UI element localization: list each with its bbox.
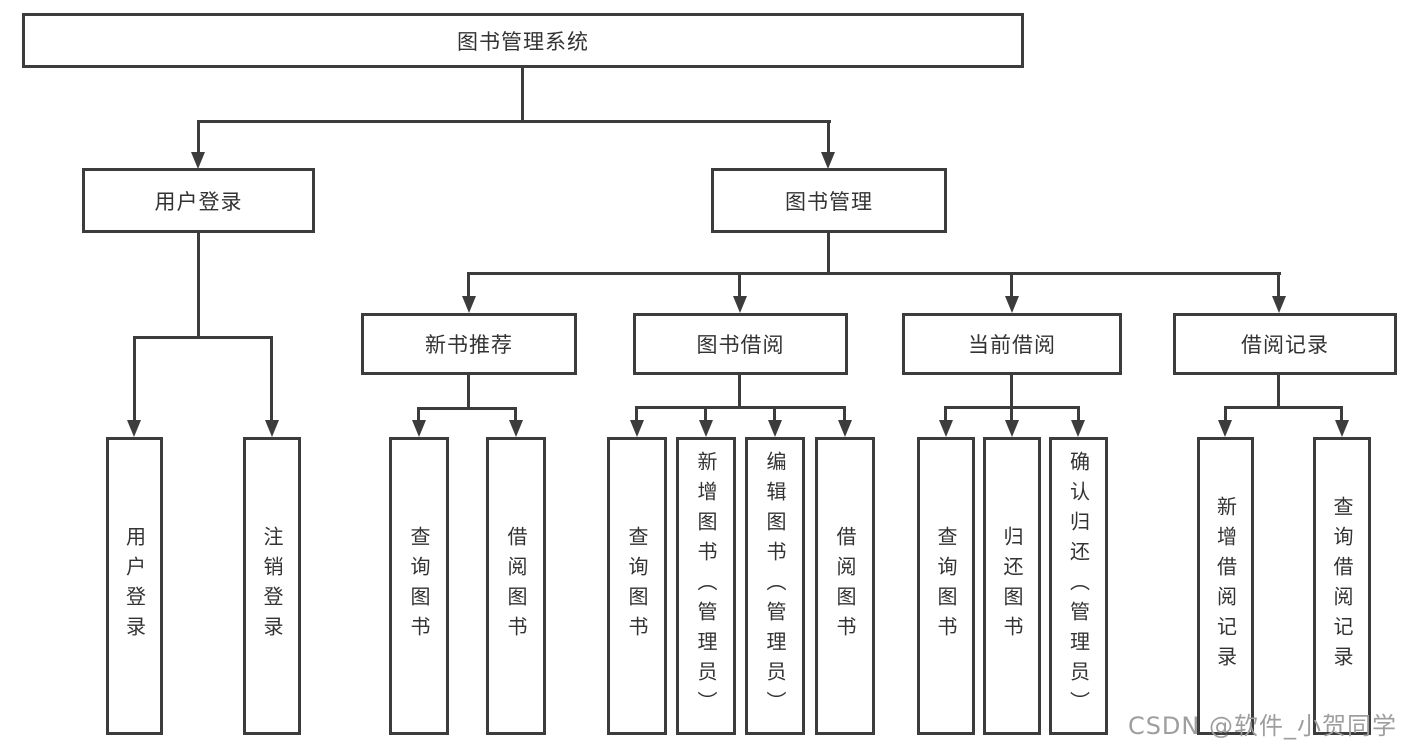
connector-drop-cb-confirm: [1077, 406, 1080, 421]
node-borrow-records: 借阅记录: [1173, 313, 1397, 375]
node-bb-add-books-admin-label: 新增图书（管理员）: [694, 451, 718, 721]
connector-drop-bb-add: [704, 406, 707, 421]
connector-drop-bb-borrow: [843, 406, 846, 421]
connector-drop-user-login: [197, 120, 200, 153]
arrow-down-icon: [191, 152, 205, 169]
node-book-borrow: 图书借阅: [633, 313, 848, 375]
node-nbr-query-books: 查询图书: [389, 437, 449, 735]
arrow-down-icon: [1335, 420, 1349, 437]
connector-drop-new-book-recommend: [467, 272, 470, 297]
node-book-management-label: 图书管理: [785, 189, 873, 214]
node-bb-edit-books-admin-label: 编辑图书（管理员）: [763, 451, 787, 721]
arrow-down-icon: [699, 420, 713, 437]
node-br-query-borrow-record: 查询借阅记录: [1313, 437, 1371, 735]
connector-drop-bb-edit: [773, 406, 776, 421]
arrow-down-icon: [265, 420, 279, 437]
connector-drop-bb-query: [635, 406, 638, 421]
connector-nbr-trunk: [467, 375, 470, 407]
arrow-down-icon: [939, 420, 953, 437]
node-root-label: 图书管理系统: [457, 29, 589, 54]
connector-drop-cb-query: [944, 406, 947, 421]
connector-drop-br-add: [1224, 406, 1227, 421]
connector-drop-nbr-borrow: [514, 407, 517, 421]
node-bb-query-books: 查询图书: [607, 437, 667, 735]
arrow-down-icon: [412, 420, 426, 437]
connector-user-login-crossbar: [133, 336, 273, 339]
node-cb-return-books-label: 归还图书: [1000, 526, 1024, 646]
connector-drop-nbr-query: [417, 407, 420, 421]
connector-drop-borrow-records: [1277, 272, 1280, 297]
node-cb-confirm-return-admin-label: 确认归还（管理员）: [1066, 451, 1091, 721]
node-nbr-query-books-label: 查询图书: [407, 526, 431, 646]
node-book-management: 图书管理: [711, 168, 947, 233]
arrow-down-icon: [838, 420, 852, 437]
connector-root-crossbar: [197, 120, 831, 123]
node-bb-borrow-books: 借阅图书: [815, 437, 875, 735]
arrow-down-icon: [733, 296, 747, 313]
arrow-down-icon: [768, 420, 782, 437]
node-bb-add-books-admin: 新增图书（管理员）: [676, 437, 736, 735]
connector-book-management-trunk: [827, 233, 830, 272]
connector-drop-cb-return: [1010, 406, 1013, 421]
arrow-down-icon: [127, 420, 141, 437]
connector-book-management-crossbar: [467, 272, 1281, 275]
node-bb-query-books-label: 查询图书: [625, 526, 649, 646]
arrow-down-icon: [462, 296, 476, 313]
node-user-login-leaf-label: 用户登录: [122, 526, 147, 646]
node-user-login: 用户登录: [82, 168, 315, 233]
csdn-watermark: CSDN @软件_小贺同学: [1127, 712, 1397, 740]
connector-br-crossbar: [1224, 406, 1343, 409]
node-nbr-borrow-books: 借阅图书: [486, 437, 546, 735]
node-book-borrow-label: 图书借阅: [696, 333, 785, 357]
connector-br-trunk: [1277, 375, 1280, 406]
node-logout-leaf: 注销登录: [243, 437, 301, 735]
connector-bb-trunk: [738, 375, 741, 406]
node-logout-leaf-label: 注销登录: [260, 526, 284, 646]
node-root: 图书管理系统: [22, 13, 1024, 68]
arrow-down-icon: [821, 152, 835, 169]
connector-drop-book-management: [827, 120, 830, 153]
connector-drop-current-borrow: [1010, 272, 1013, 297]
node-cb-query-books-label: 查询图书: [934, 526, 958, 646]
connector-bb-crossbar: [635, 406, 846, 409]
connector-drop-user-login-leaf: [133, 336, 136, 420]
connector-cb-trunk: [1010, 375, 1013, 406]
arrow-down-icon: [1005, 420, 1019, 437]
node-borrow-records-label: 借阅记录: [1241, 333, 1329, 357]
node-bb-edit-books-admin: 编辑图书（管理员）: [745, 437, 805, 735]
connector-drop-book-borrow: [738, 272, 741, 297]
node-user-login-label: 用户登录: [154, 189, 243, 214]
connector-drop-logout-leaf: [270, 336, 273, 420]
arrow-down-icon: [1272, 296, 1286, 313]
node-current-borrow-label: 当前借阅: [968, 333, 1056, 357]
arrow-down-icon: [630, 420, 644, 437]
connector-nbr-crossbar: [417, 407, 517, 410]
connector-user-login-trunk: [197, 233, 200, 336]
node-cb-confirm-return-admin: 确认归还（管理员）: [1049, 437, 1108, 735]
node-nbr-borrow-books-label: 借阅图书: [504, 526, 528, 646]
node-cb-return-books: 归还图书: [983, 437, 1041, 735]
node-br-add-borrow-record: 新增借阅记录: [1197, 437, 1254, 735]
node-user-login-leaf: 用户登录: [106, 437, 163, 735]
arrow-down-icon: [1218, 420, 1232, 437]
node-bb-borrow-books-label: 借阅图书: [833, 526, 857, 646]
connector-root-trunk: [521, 68, 524, 120]
node-new-book-recommend-label: 新书推荐: [425, 333, 513, 357]
node-br-add-borrow-record-label: 新增借阅记录: [1213, 496, 1238, 676]
arrow-down-icon: [1071, 420, 1085, 437]
node-new-book-recommend: 新书推荐: [361, 313, 577, 375]
arrow-down-icon: [509, 420, 523, 437]
node-br-query-borrow-record-label: 查询借阅记录: [1330, 496, 1354, 676]
node-current-borrow: 当前借阅: [902, 313, 1122, 375]
arrow-down-icon: [1005, 296, 1019, 313]
node-cb-query-books: 查询图书: [917, 437, 975, 735]
connector-drop-br-query: [1340, 406, 1343, 421]
